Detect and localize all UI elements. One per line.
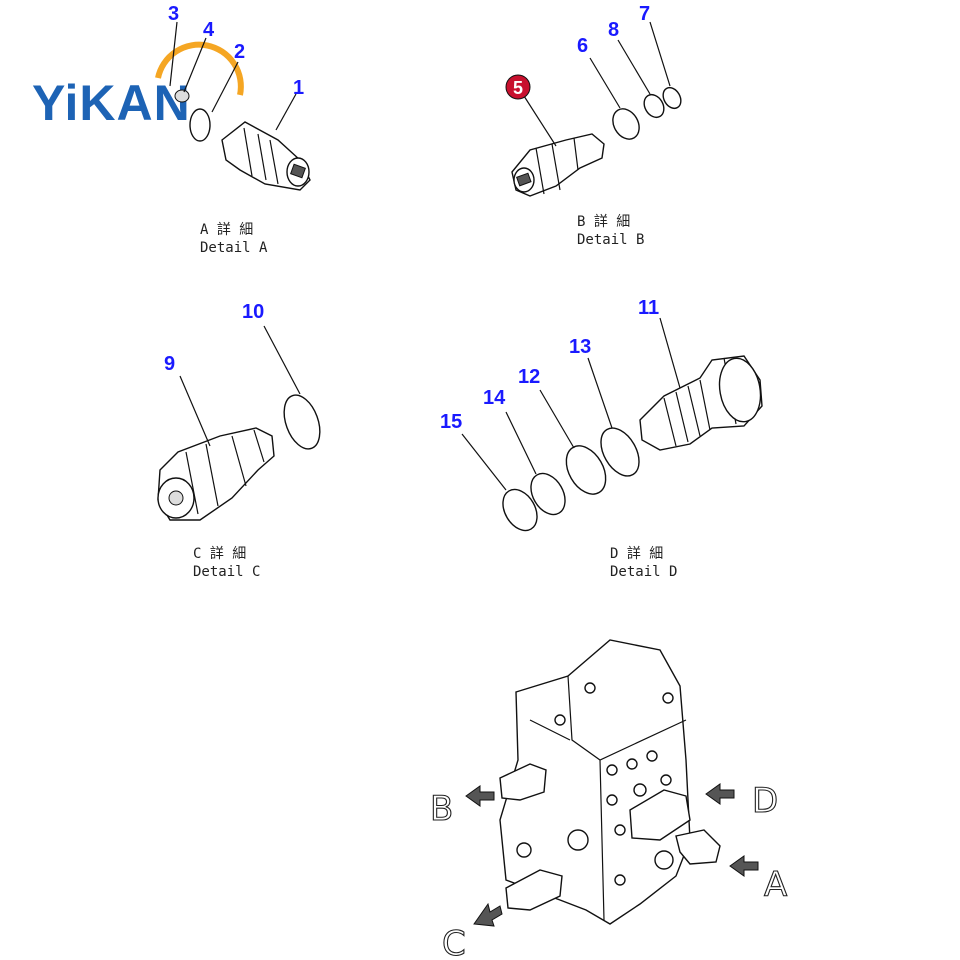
callout-5: 5 — [513, 78, 523, 98]
o-ring-2-shape — [189, 108, 211, 142]
leader-12 — [539, 389, 575, 449]
backup-ring-12-shape — [565, 445, 607, 495]
leader-3 — [169, 21, 178, 87]
callout-11: 11 — [638, 297, 659, 319]
callout-13: 13 — [569, 336, 591, 358]
leader-6 — [589, 57, 621, 109]
highlight-badge-5 — [505, 74, 531, 100]
detail-d-jp: D 詳 細 — [610, 546, 663, 562]
valve-body-assembly — [499, 639, 721, 925]
arrow-d-icon — [705, 783, 735, 805]
callout-8: 8 — [608, 19, 619, 41]
ring-14-shape — [530, 472, 566, 516]
detail-c-jp: C 詳 細 — [193, 546, 246, 562]
detail-b-group: 5 6 7 8 B 詳 細 Detail B — [505, 3, 682, 248]
view-label-c: C — [442, 924, 466, 960]
o-ring-6-shape — [612, 108, 640, 140]
o-ring-13-shape — [600, 427, 640, 477]
leader-1 — [275, 93, 297, 131]
view-label-a: A — [764, 865, 787, 905]
leader-9 — [179, 375, 211, 447]
detail-d-caption: Detail D — [610, 564, 677, 580]
callout-15: 15 — [440, 411, 462, 433]
arrow-b-icon — [465, 785, 495, 807]
yikan-logo: YiKAN — [32, 41, 244, 131]
callout-9: 9 — [164, 353, 175, 375]
ring-15-shape — [502, 488, 538, 532]
callout-4: 4 — [203, 19, 215, 41]
callout-1: 1 — [293, 77, 304, 99]
leader-5 — [523, 95, 557, 147]
leader-2 — [211, 61, 239, 113]
detail-c-caption: Detail C — [193, 564, 260, 580]
callout-6: 6 — [577, 35, 588, 57]
detail-d-group: 11 12 13 14 15 D 詳 細 Detail D — [440, 297, 763, 580]
mounted-cartridge-a — [675, 829, 721, 865]
leader-10 — [263, 325, 301, 395]
view-arrows: A B C D — [429, 780, 787, 960]
detail-a-jp: A 詳 細 — [200, 222, 253, 238]
detail-b-jp: B 詳 細 — [577, 214, 630, 230]
o-ring-7-shape — [662, 86, 682, 110]
leader-15 — [461, 433, 507, 491]
callout-10: 10 — [242, 301, 264, 323]
callout-2: 2 — [234, 41, 245, 63]
arrow-c-icon — [473, 902, 503, 927]
leader-11 — [659, 317, 681, 389]
callout-12: 12 — [518, 366, 540, 388]
callout-3: 3 — [168, 3, 179, 25]
mounted-plug-d — [629, 789, 691, 841]
port-holes — [516, 682, 674, 886]
part-4-shape — [174, 89, 190, 103]
leader-13 — [587, 357, 613, 429]
detail-b-caption: Detail B — [577, 232, 644, 248]
leader-4 — [183, 37, 207, 93]
detail-c-group: 9 10 C 詳 細 Detail C — [157, 301, 321, 580]
mounted-cartridge-c — [505, 869, 563, 911]
valve-body-outline — [499, 639, 691, 925]
arrow-a-icon — [729, 855, 759, 877]
leader-7 — [649, 21, 671, 87]
mounted-cartridge-b — [499, 763, 547, 801]
leader-14 — [505, 411, 537, 475]
detail-a-caption: Detail A — [200, 240, 268, 256]
callout-14: 14 — [483, 387, 506, 409]
backup-ring-8-shape — [643, 93, 665, 119]
logo-text: YiKAN — [32, 75, 191, 131]
detail-a-group: 1 2 3 4 A 詳 細 Detail A — [168, 3, 311, 256]
leader-8 — [617, 39, 651, 95]
callout-7: 7 — [639, 3, 650, 25]
o-ring-10-shape — [283, 394, 321, 450]
logo-arc-icon — [155, 41, 244, 96]
view-label-d: D — [752, 781, 778, 821]
view-label-b: B — [430, 789, 453, 829]
